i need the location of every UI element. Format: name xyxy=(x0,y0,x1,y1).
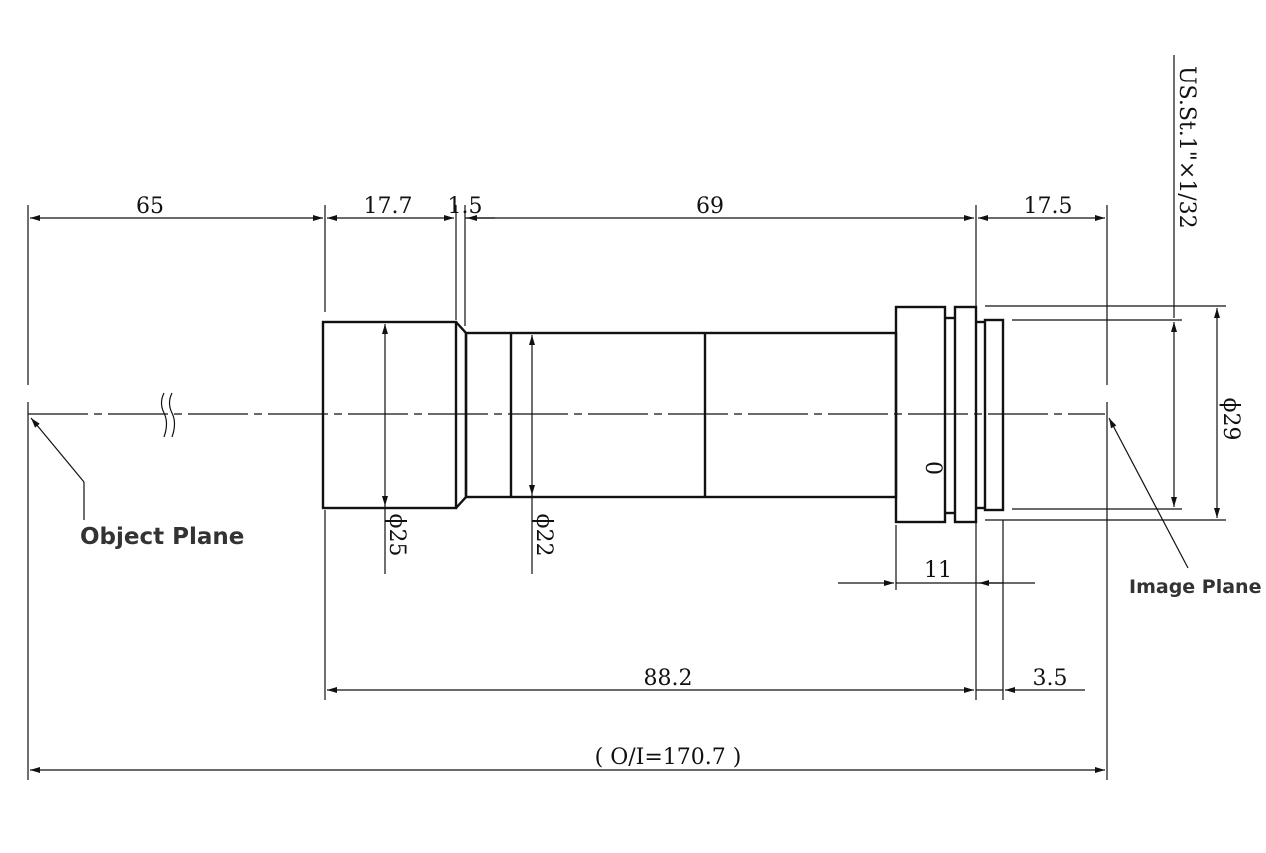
dim-mount-length: 11 xyxy=(838,558,1035,586)
image-plane-label: Image Plane xyxy=(1129,576,1261,598)
dim-barrel-length: 69 xyxy=(467,194,974,221)
svg-text:88.2: 88.2 xyxy=(644,666,693,691)
dim-step-length: 1.5 xyxy=(448,194,495,219)
object-plane-label: Object Plane xyxy=(80,524,244,550)
svg-text:11: 11 xyxy=(924,558,952,583)
mount-collar xyxy=(894,305,947,524)
svg-text:( O/I=170.7 ): ( O/I=170.7 ) xyxy=(595,745,742,770)
ring-mark: 0 xyxy=(920,461,945,475)
extension-lines xyxy=(27,55,1226,780)
dim-dia-mount: ϕ29 xyxy=(1171,308,1243,518)
dim-flange-gap: 3.5 xyxy=(976,666,1085,693)
thread-spec: US.St.1"×1/32 xyxy=(1174,66,1199,229)
svg-text:65: 65 xyxy=(136,194,164,219)
axis-break-mark xyxy=(160,392,176,438)
main-barrel xyxy=(464,331,898,499)
mount-thread xyxy=(983,318,1005,512)
object-plane-leader xyxy=(30,417,85,520)
svg-text:69: 69 xyxy=(696,194,724,219)
dim-lens-length: 88.2 xyxy=(327,666,974,693)
front-step xyxy=(455,321,468,509)
image-plane-leader xyxy=(1108,417,1189,569)
svg-text:1.5: 1.5 xyxy=(448,194,483,219)
lens-body: 0 xyxy=(321,305,1005,524)
svg-text:ϕ29: ϕ29 xyxy=(1218,398,1243,441)
dim-front-length: 17.7 xyxy=(327,194,454,221)
dim-total-oi: ( O/I=170.7 ) xyxy=(30,745,1105,773)
front-barrel xyxy=(321,320,458,510)
dim-object-distance: 65 xyxy=(30,194,323,221)
svg-text:17.5: 17.5 xyxy=(1024,194,1073,219)
mount-ring xyxy=(953,305,978,524)
svg-text:ϕ22: ϕ22 xyxy=(531,514,556,557)
svg-text:ϕ25: ϕ25 xyxy=(384,514,409,557)
dim-dia-front: ϕ25 xyxy=(382,324,409,557)
dim-rear-length: 17.5 xyxy=(978,194,1105,221)
svg-text:3.5: 3.5 xyxy=(1033,666,1068,691)
dim-dia-barrel: ϕ22 xyxy=(529,335,556,557)
svg-text:17.7: 17.7 xyxy=(364,194,413,219)
